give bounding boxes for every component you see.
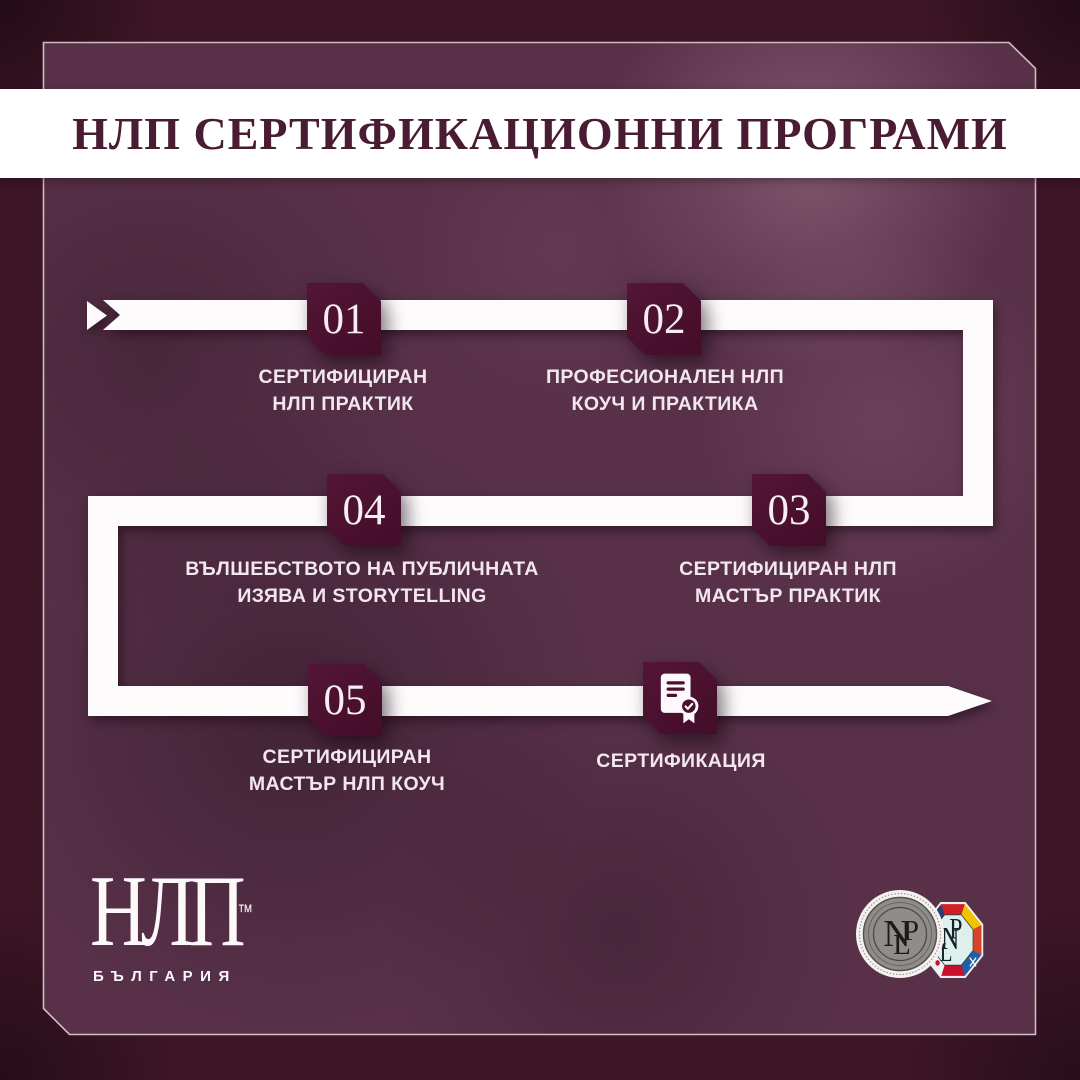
step-02-marker: 02: [627, 283, 701, 355]
svg-text:P: P: [949, 912, 962, 945]
step-02-label-line2: КОУЧ И ПРАКТИКА: [571, 393, 759, 415]
nlp-logo-text: НЛП: [90, 853, 246, 968]
step-03-marker: 03: [752, 474, 826, 546]
certification-label: СЕРТИФИКАЦИЯ: [531, 748, 831, 775]
svg-text:N: N: [883, 913, 910, 955]
svg-text:P: P: [903, 915, 919, 947]
step-04-label-line1: ВЪЛШЕБСТВОТО НА ПУБЛИЧНАТА: [185, 558, 539, 580]
trademark-symbol: ™: [237, 901, 253, 924]
title-banner: НЛП СЕРТИФИКАЦИОННИ ПРОГРАМИ: [0, 89, 1080, 178]
step-04-number: 04: [342, 486, 386, 534]
step-04-marker: 04: [327, 474, 401, 546]
step-03-label-line1: СЕРТИФИЦИРАН НЛП: [679, 558, 897, 580]
nlp-bulgaria-logo: НЛП ™ БЪЛГАРИЯ: [90, 857, 273, 985]
svg-text:L: L: [940, 939, 953, 968]
step-05-label-line2: МАСТЪР НЛП КОУЧ: [248, 773, 446, 795]
step-02-label: ПРОФЕСИОНАЛЕН НЛП КОУЧ И ПРАКТИКА: [515, 364, 815, 418]
step-01-label: СЕРТИФИЦИРАН НЛП ПРАКТИК: [193, 364, 493, 418]
ribbon-start-arrowhead-icon: [87, 301, 107, 330]
step-02-number: 02: [642, 295, 686, 343]
step-02-label-line1: ПРОФЕСИОНАЛЕН НЛП: [545, 366, 785, 388]
step-05-number: 05: [323, 676, 367, 724]
page-title: НЛП СЕРТИФИКАЦИОННИ ПРОГРАМИ: [72, 108, 1008, 159]
svg-text:L: L: [893, 929, 911, 961]
step-04-label-line2: ИЗЯВА И STORYTELLING: [237, 585, 487, 607]
step-03-label: СЕРТИФИЦИРАН НЛП МАСТЪР ПРАКТИК: [638, 556, 938, 610]
step-05-marker: 05: [308, 664, 382, 736]
certification-label-line1: СЕРТИФИКАЦИЯ: [596, 750, 766, 772]
certification-marker: [643, 662, 717, 734]
step-03-label-line2: МАСТЪР ПРАКТИК: [695, 585, 881, 607]
step-01-number: 01: [322, 295, 366, 343]
step-01-label-line1: СЕРТИФИЦИРАН: [258, 366, 428, 388]
svg-text:N: N: [941, 921, 959, 956]
step-05-label-line1: СЕРТИФИЦИРАН: [262, 746, 432, 768]
nlp-logo-country: БЪЛГАРИЯ: [93, 968, 237, 985]
ribbon-snake-path: [88, 300, 993, 716]
nlp-logo-mark: НЛП ™: [90, 857, 253, 964]
step-03-number: 03: [767, 486, 811, 534]
step-01-label-line2: НЛП ПРАКТИК: [272, 393, 414, 415]
step-01-marker: 01: [307, 283, 381, 355]
society-of-nlp-seal: N L P: [856, 890, 944, 978]
certificate-icon: [657, 671, 703, 726]
step-05-label: СЕРТИФИЦИРАН МАСТЪР НЛП КОУЧ: [197, 744, 497, 798]
certification-badges: P N L N L P: [855, 888, 1005, 993]
step-04-label: ВЪЛШЕБСТВОТО НА ПУБЛИЧНАТА ИЗЯВА И STORY…: [142, 556, 582, 610]
